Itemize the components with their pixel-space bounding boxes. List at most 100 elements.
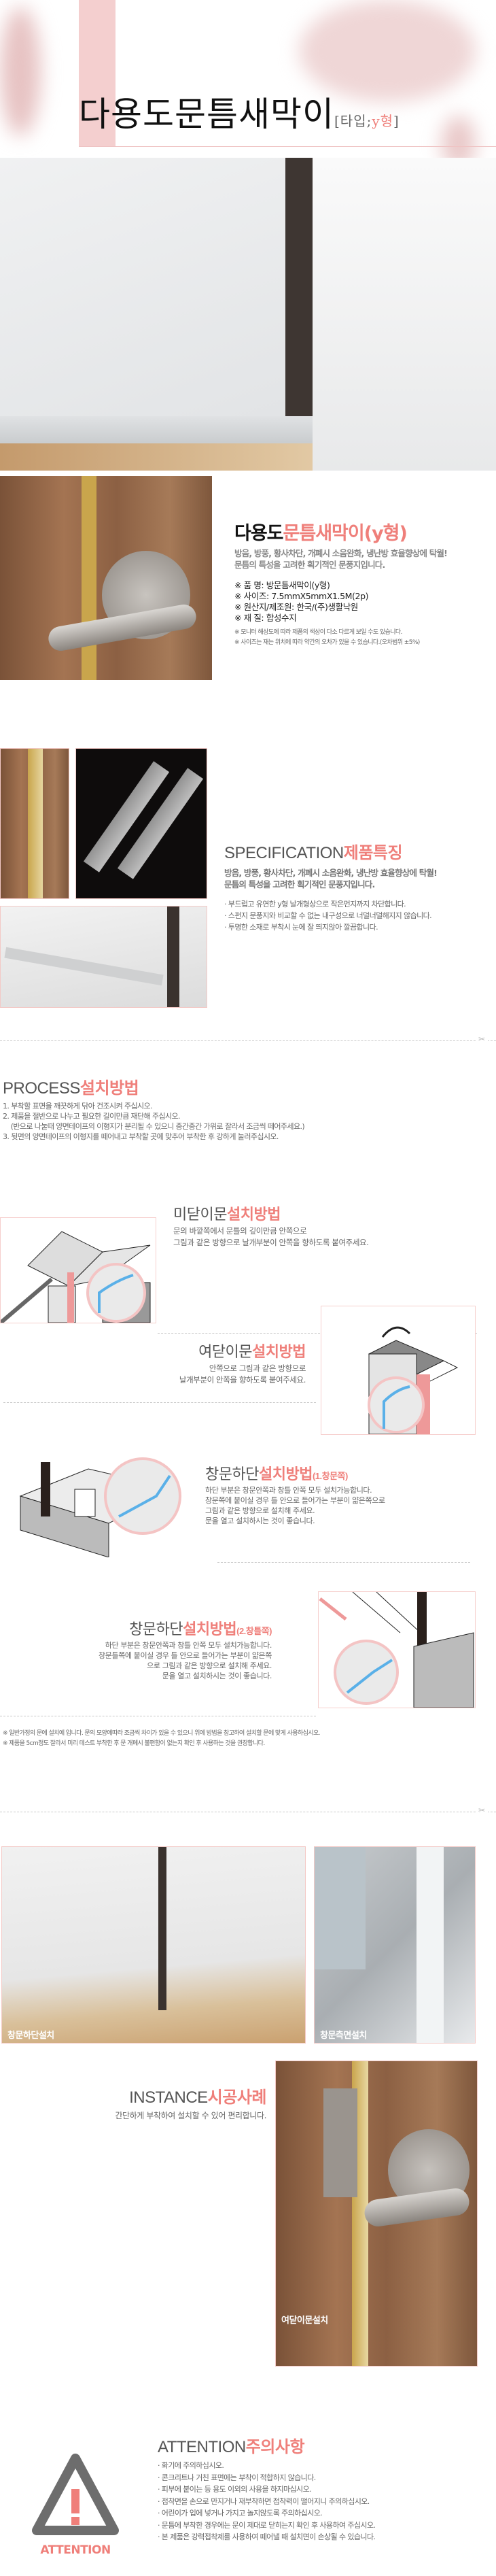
page-title: 다용도문틈새막이[타입;y형] (79, 87, 400, 136)
title-en: PROCESS (3, 1079, 80, 1098)
attention-item: · 문틈에 부착한 경우에는 문이 제대로 닫히는지 확인 후 사용하여 주십시… (158, 2520, 376, 2530)
product-notes: ※ 모니터 해상도에 따라 제품의 색상이 다소 다르게 보일 수도 있습니다.… (234, 628, 496, 648)
type-value: y형 (372, 113, 394, 129)
title-b: 설치방법 (258, 1465, 313, 1482)
title-c: (1.창문쪽) (312, 1471, 348, 1481)
spec-item: ※ 품 명: 방문틈새막이(y형) (234, 580, 330, 590)
latch-plate (323, 2088, 357, 2197)
hinged-door-diagram (321, 1306, 476, 1435)
note-item: ※ 일반가정의 문에 설치예 입니다. 문의 모양에따라 조금씩 차이가 있을 … (3, 1730, 320, 1737)
instance-photo: 여닫이문설치 (275, 2061, 478, 2367)
method-desc: 하단 부분은 창문안쪽과 창틀 안쪽 모두 설치가능합니다.창문틀쪽에 붙이실 … (0, 1640, 272, 1681)
divider (158, 1333, 477, 1334)
attention-item: · 어린이가 입에 넣거나 가지고 놀지않도록 주의하십시오. (158, 2509, 323, 2518)
note-item: ※ 사이즈는 재는 위치에 따라 약간의 오차가 있을 수 있습니다.(오차범위… (234, 639, 420, 646)
divider (217, 1562, 470, 1563)
window-frame (417, 1847, 444, 2043)
attention-section: ATTENTION주의사항 · 화기에 주의하십시오.· 콘크리트나 거친 표면… (158, 2433, 493, 2543)
title-a: 창문하단 (129, 1621, 183, 1638)
method-title: 창문하단설치방법(1.창문쪽) (205, 1462, 493, 1484)
spec-item: ※ 원산지/제조원: 한국/(주)생활낙원 (234, 602, 358, 612)
title-b: 설치방법 (183, 1621, 237, 1638)
process-section: PROCESS설치방법 1. 부착할 표면을 깨끗하게 닦아 건조시켜 주십시오… (3, 1074, 493, 1142)
method-desc: 하단 부분은 창문안쪽과 창틀 안쪽 모두 설치가능합니다.창문쪽에 붙이실 경… (205, 1485, 493, 1526)
photo-caption: 여닫이문설치 (281, 2316, 328, 2326)
attention-item: · 접착면을 손으로 만지거나 재부착하면 접착력이 떨어지니 주의하십시오. (158, 2496, 370, 2506)
title-ko: 제품특징 (343, 844, 403, 862)
scissors-icon: ✂ (476, 1806, 488, 1815)
background-blot (299, 0, 476, 102)
instance-title: INSTANCE시공사례 (0, 2084, 266, 2107)
scissors-icon: ✂ (476, 1034, 488, 1044)
type-suffix: ] (393, 113, 400, 129)
text-line: 창문틀쪽에 붙이실 경우 틀 안으로 들어가는 부분이 얇은쪽 (99, 1651, 272, 1660)
step-item: 3. 뒷면의 양면테이프의 이형지를 떼어내고 부착할 곳에 맞추어 부착한 후… (3, 1132, 279, 1141)
title-text: 다용도문틈새막이 (79, 95, 334, 134)
spec-photo-strips (75, 748, 207, 899)
process-title: PROCESS설치방법 (3, 1074, 493, 1098)
photo-caption: 창문하단설치 (7, 2031, 54, 2041)
spec-photo-window (0, 906, 207, 1008)
text-line: 문틈의 특성을 고려한 획기적인 문풍지입니다. (224, 879, 375, 889)
bullet-item: · 스펀지 문풍지와 비교할 수 없는 내구성으로 너덜너덜해지지 않습니다. (224, 911, 432, 920)
process-notes: ※ 일반가정의 문에 설치예 입니다. 문의 모양에따라 조금씩 차이가 있을 … (3, 1729, 493, 1749)
window-bottom-photo: 창문하단설치 (1, 1846, 306, 2044)
attention-item: · 본 제품은 강력접착제를 사용하여 떼어낼 때 설치면이 손상될 수 있습니… (158, 2532, 376, 2541)
cut-divider (0, 1040, 496, 1041)
method-title: 여닫이문설치방법 (0, 1340, 306, 1361)
product-title-black: 다용도 (234, 523, 284, 544)
method-title: 창문하단설치방법(2.창틀쪽) (0, 1617, 272, 1639)
title-c: (2.창틀쪽) (236, 1626, 272, 1636)
product-title-pink: 문틈새막이(y형) (283, 523, 408, 544)
background-blot (0, 7, 41, 136)
product-title: 다용도문틈새막이(y형) (234, 518, 496, 545)
warning-triangle-icon: ATTENTION (30, 2452, 121, 2560)
title-en: SPECIFICATION (224, 844, 344, 862)
spec-title: SPECIFICATION제품특징 (224, 839, 496, 863)
method-window-bottom-2: 창문하단설치방법(2.창틀쪽) 하단 부분은 창문안쪽과 창틀 안쪽 모두 설치… (0, 1617, 272, 1681)
product-intro: 방음, 방풍, 황사차단, 개폐시 소음완화, 냉난방 효율향상에 탁월!문틈의… (234, 547, 496, 571)
text-line: 으로 그림과 같은 방향으로 설치해 주세요. (147, 1661, 272, 1670)
text-line: 창문쪽에 붙이실 경우 틀 안으로 들어가는 부분이 얇은쪽으로 (205, 1496, 385, 1505)
title-a: 여닫이문 (198, 1343, 253, 1360)
window-pane (0, 158, 285, 416)
title-b: 설치방법 (252, 1343, 306, 1360)
type-label: [타입;y형] (334, 113, 400, 129)
photo-caption: 창문측면설치 (320, 2031, 367, 2041)
title-ko: 주의사항 (245, 2438, 305, 2456)
spec-item: ※ 사이즈: 7.5mmX5mmX1.5M(2p) (234, 591, 369, 601)
text-line: 문의 바깥쪽에서 문틀의 깊이만큼 안쪽으로 (173, 1226, 307, 1236)
attention-list: · 화기에 주의하십시오.· 콘크리트나 거친 표면에는 부착이 적합하지 않습… (158, 2460, 493, 2543)
warning-triangle-graphic (32, 2454, 119, 2535)
spec-bullets: · 부드럽고 유연한 y형 날개형상으로 작은먼지까지 차단합니다.· 스펀지 … (224, 898, 496, 933)
window-bottom-diagram-1 (0, 1435, 204, 1557)
window-sill (0, 416, 313, 443)
method-window-bottom-1: 창문하단설치방법(1.창문쪽) 하단 부분은 창문안쪽과 창틀 안쪽 모두 설치… (205, 1462, 493, 1526)
note-item: ※ 제품을 5cm정도 잘라서 미리 테스트 부착한 후 문 개폐시 불편함이 … (3, 1740, 265, 1747)
window-glass (315, 1847, 366, 1969)
attention-title: ATTENTION주의사항 (158, 2433, 493, 2457)
title-en: INSTANCE (129, 2088, 208, 2107)
step-item: 1. 부착할 표면을 깨끗하게 닦아 건조시켜 주십시오. (3, 1102, 153, 1111)
spec-section: SPECIFICATION제품특징 방음, 방풍, 황사차단, 개폐시 소음완화… (224, 839, 496, 933)
step-item: (반으로 나눌때 양면테이프의 이형지가 분리될 수 있으니 중간중간 가위로 … (3, 1122, 305, 1131)
seal-strip (4, 947, 164, 986)
text-line: 방음, 방풍, 황사차단, 개폐시 소음완화, 냉난방 효율향상에 탁월! (234, 548, 448, 558)
attention-icon-label: ATTENTION (40, 2543, 111, 2557)
sliding-door-illustration (1, 1231, 151, 1323)
text-line: 방음, 방풍, 황사차단, 개폐시 소음완화, 냉난방 효율향상에 탁월! (224, 868, 438, 878)
text-line: 그림과 같은 방향으로 설치해 주세요. (205, 1506, 315, 1515)
window-side-photo: 창문측면설치 (314, 1846, 476, 2044)
hinged-door-illustration (368, 1326, 459, 1434)
method-title: 미닫이문설치방법 (173, 1202, 493, 1224)
process-steps: 1. 부착할 표면을 깨끗하게 닦아 건조시켜 주십시오.2. 제품을 절반으로… (3, 1101, 493, 1142)
window-bottom-illustration (19, 1457, 181, 1557)
title-a: 미닫이문 (173, 1206, 227, 1223)
title-ko: 시공사례 (207, 2088, 267, 2107)
title-underline (79, 146, 496, 147)
text-line: 하단 부분은 창문안쪽과 창틀 안쪽 모두 설치가능합니다. (205, 1486, 372, 1495)
strike-plate (28, 749, 43, 898)
